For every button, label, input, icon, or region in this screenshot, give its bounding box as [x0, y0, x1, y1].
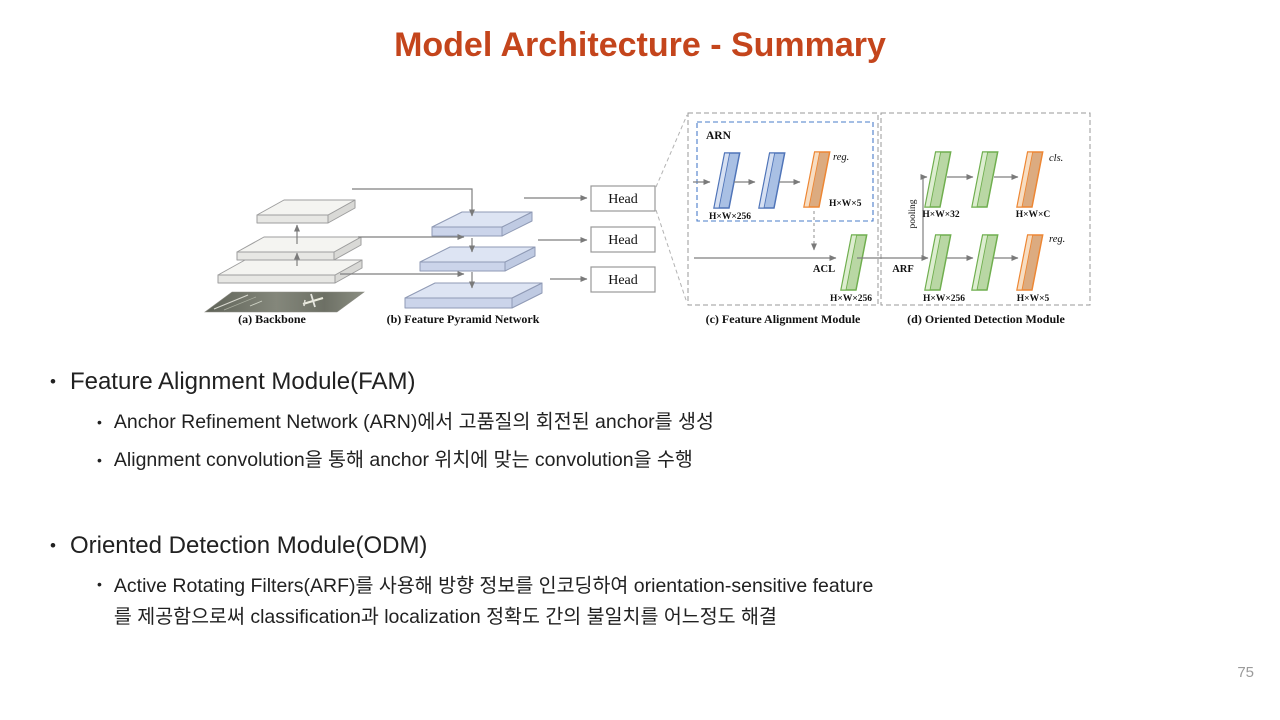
bullet-fam-sub-1: • Anchor Refinement Network (ARN)에서 고품질의…: [97, 409, 714, 436]
odm-reg-block-2: [971, 234, 999, 291]
conv-block-blue-1: [713, 152, 741, 209]
lateral-connections: [340, 188, 475, 289]
odm-cls-output-block: [1016, 151, 1044, 208]
bullet-dot: •: [97, 452, 102, 468]
backbone-slabs: [217, 199, 363, 284]
dim-label-fam-output: H×W×256: [830, 294, 872, 304]
dim-label-arn-input: H×W×256: [709, 212, 751, 222]
bullet-dot: •: [50, 372, 56, 391]
head-box-1: [590, 185, 656, 212]
aerial-image: [204, 291, 365, 313]
bullet-odm-sub-1: • Active Rotating Filters(ARF)를 사용해 방향 정…: [97, 571, 1234, 632]
caption-fam: (c) Feature Alignment Module: [706, 312, 861, 326]
bullet-dot: •: [97, 576, 102, 592]
bullet-odm-text: Oriented Detection Module(ODM): [69, 532, 428, 559]
head-boxes: Head Head Head: [524, 114, 688, 304]
caption-fpn: (b) Feature Pyramid Network: [387, 312, 540, 326]
acl-label: ACL: [813, 264, 835, 275]
page-number: 75: [1237, 664, 1254, 681]
bullet-odm-sub-1-text: Active Rotating Filters(ARF)를 사용해 방향 정보를…: [113, 575, 874, 628]
bullet-fam-text: Feature Alignment Module(FAM): [69, 368, 416, 395]
arn-label: ARN: [706, 130, 732, 142]
pooling-label: pooling: [908, 199, 918, 228]
arf-label: ARF: [892, 264, 914, 275]
bullet-odm: • Oriented Detection Module(ODM): [50, 530, 427, 561]
head-label-2: Head: [608, 233, 638, 248]
cls-label: cls.: [1049, 153, 1063, 164]
caption-backbone: (a) Backbone: [238, 312, 306, 326]
slide-title: Model Architecture - Summary: [394, 26, 886, 64]
head-label-3: Head: [608, 273, 638, 288]
dim-label-cls-mid: H×W×32: [922, 210, 959, 220]
dim-label-arn-output: H×W×5: [829, 199, 862, 209]
reg-label-odm: reg.: [1049, 234, 1065, 245]
bullet-dot: •: [97, 414, 102, 430]
fpn-stack: [340, 188, 543, 309]
backbone-stack: [204, 199, 365, 313]
reg-block-arn: [803, 151, 831, 208]
bullet-fam-sub-2-text: Alignment convolution을 통해 anchor 위치에 맞는 …: [113, 449, 693, 471]
bullet-fam: • Feature Alignment Module(FAM): [50, 366, 415, 397]
head-label-1: Head: [608, 192, 638, 207]
odm-cls-block-1: [924, 151, 952, 208]
odm-reg-output-block: [1016, 234, 1044, 291]
arn-box: [696, 121, 874, 222]
caption-odm: (d) Oriented Detection Module: [907, 312, 1065, 326]
dim-label-reg-out: H×W×5: [1017, 294, 1050, 304]
architecture-figure: Head Head Head ARN H×W×256 reg. H×W×5 AC…: [204, 112, 1091, 326]
bullet-fam-sub-2: • Alignment convolution을 통해 anchor 위치에 맞…: [97, 447, 693, 474]
aligned-feature-block: [840, 234, 868, 291]
conv-block-blue-2: [758, 152, 786, 209]
module-fam: ARN H×W×256 reg. H×W×5 ACL H×W×256: [687, 112, 879, 306]
airplane-icon: [302, 293, 324, 308]
odm-reg-block-1: [924, 234, 952, 291]
bullet-fam-sub-1-text: Anchor Refinement Network (ARN)에서 고품질의 회…: [113, 411, 714, 433]
reg-label-arn: reg.: [833, 152, 849, 163]
zoom-connectors: [655, 114, 688, 304]
module-odm: pooling ARF H×W×32 H×W×C cls. H×W×256 H×…: [857, 112, 1091, 306]
bullet-dot: •: [50, 536, 56, 555]
head-box-2: [590, 226, 656, 253]
head-box-3: [590, 266, 656, 293]
dim-label-cls-out: H×W×C: [1016, 210, 1051, 220]
odm-cls-block-2: [971, 151, 999, 208]
dim-label-reg-mid: H×W×256: [923, 294, 965, 304]
